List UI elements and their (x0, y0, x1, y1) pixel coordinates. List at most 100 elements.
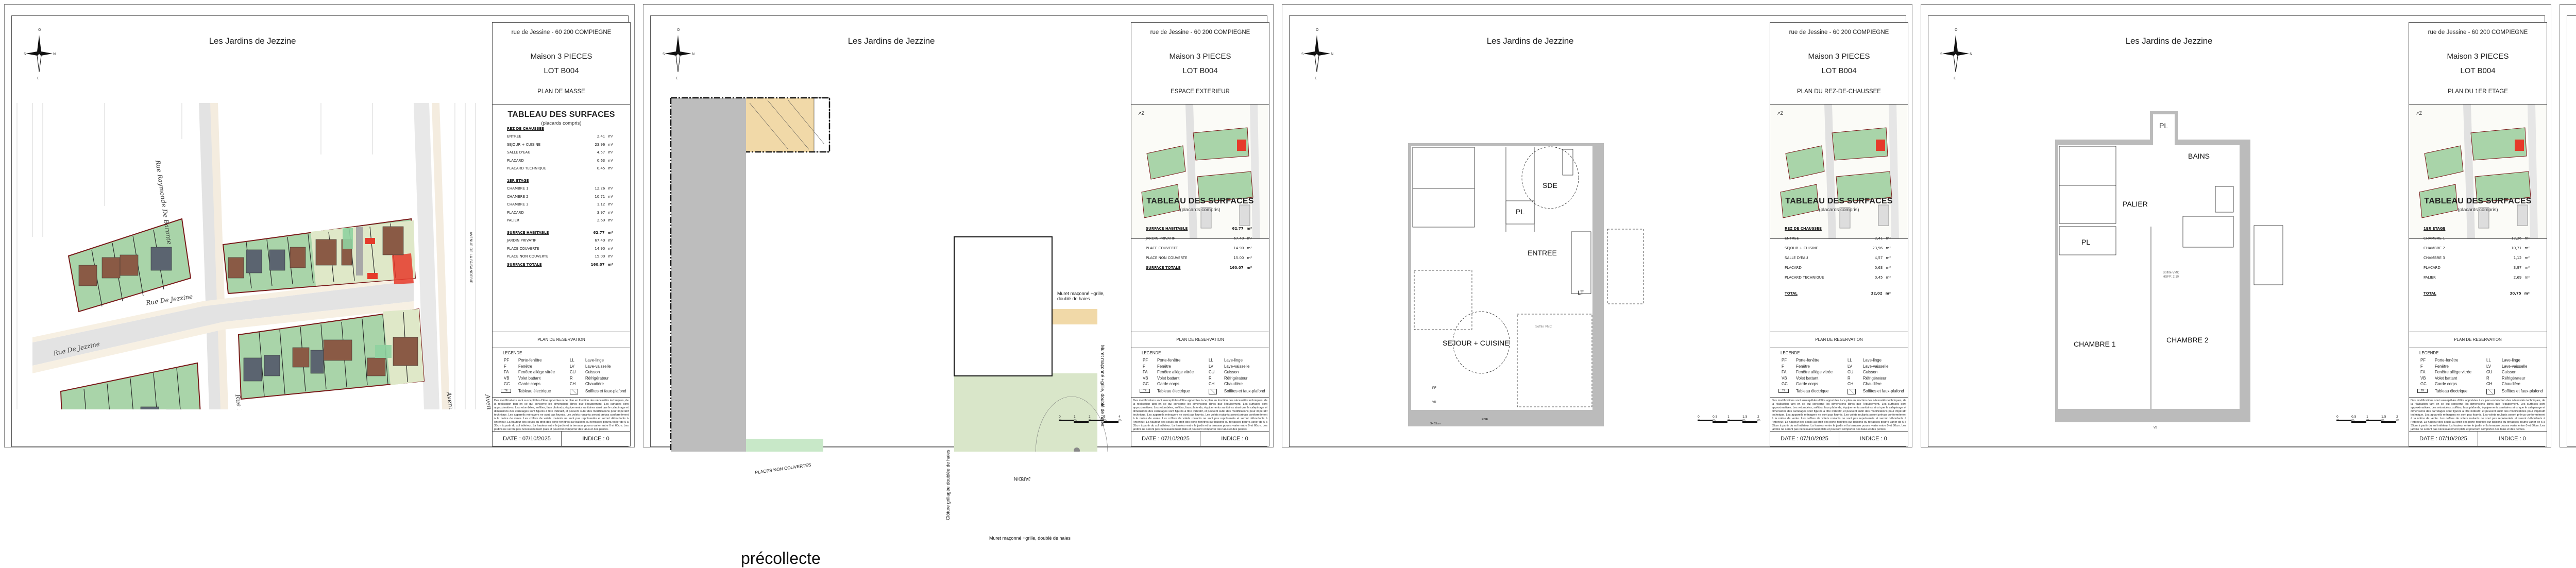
drawing-frame (2567, 15, 2576, 447)
disclaimer-notes: Des modifications sont susceptibles d'êt… (2409, 397, 2547, 432)
soffite-hatch-icon (570, 389, 578, 394)
legend-label: Cuisson (585, 370, 600, 374)
lot-number: LOT B004 (2460, 66, 2496, 75)
legend-label: Lave-linge (2502, 358, 2520, 363)
legend-code: CH (1848, 382, 1854, 386)
scale-tick-label: 0.5 m (2351, 415, 2357, 422)
section-title: 1ER ETAGE (2424, 226, 2446, 231)
legend-code: F (2420, 364, 2423, 369)
legend-code: LL (1209, 358, 1213, 363)
te-box-icon: TE (2417, 389, 2428, 393)
sheet-border (1282, 4, 1912, 447)
svg-text:O: O (1955, 28, 1958, 32)
legend-label: Volet battant (1796, 375, 1819, 381)
legend-code: F (1143, 364, 1145, 369)
sheet-facades: Les Jardins de Jezzine FACADE DROITE Lot… (2555, 0, 2576, 452)
project-title: Les Jardins de Jezzine (1486, 36, 1574, 46)
surfaces-header: TABLEAU DES SURFACES(placards compris) (1131, 197, 1269, 213)
lot-number: LOT B004 (1821, 66, 1857, 75)
house-type: Maison 3 PIECES (2447, 52, 2509, 61)
svg-text:O: O (677, 28, 680, 32)
legend-label: Réfrigérateur (1863, 375, 1887, 381)
legend-code: LV (1848, 364, 1852, 369)
te-box-icon: TE (501, 389, 512, 393)
scale-tick-label: 1.5 m (1742, 415, 1748, 422)
surfaces-title: TABLEAU DES SURFACES (2424, 197, 2532, 205)
legend-title: LEGENDE (1781, 351, 1800, 355)
room-label-bains: BAINS (2188, 152, 2210, 160)
svg-text:N: N (692, 52, 694, 56)
sheet-border (4, 4, 635, 447)
room-label-chambre-2: CHAMBRE 2 (2166, 336, 2209, 344)
legend-label: Chaudière (2502, 382, 2520, 386)
sheet-border (2560, 4, 2576, 447)
room-label-lt: LT (1578, 290, 1584, 296)
te-box-icon: TE (1140, 389, 1150, 393)
compass-rose-icon: OS NE (1301, 28, 1333, 80)
svg-text:S: S (1301, 52, 1304, 56)
label-jardin: JARDIN (1014, 476, 1031, 481)
svg-text:O: O (38, 28, 41, 32)
legend-code: PF (2420, 358, 2426, 363)
legend-label: Fenêtre (1157, 364, 1171, 369)
scale-tick-label: 3 m (1104, 415, 1107, 422)
label-cloture: Clôture grillagée doublée de haies (945, 450, 951, 520)
floor-plan-rdc (1408, 143, 1644, 426)
scale-tick-label: 0.5 m (1713, 415, 1718, 422)
floor-plan-1er-etage (2055, 111, 2283, 422)
svg-text:E: E (676, 76, 678, 80)
title-block-header: rue de Jessine - 60 200 COMPIEGNE Maison… (493, 23, 630, 105)
date-field: DATE : 07/10/2025 (493, 432, 562, 446)
label-vr: VR (1432, 401, 1436, 404)
label-pf: PF (1432, 387, 1436, 390)
label-muret-top: Muret maçonné +grille, doublé de haies (1057, 291, 1105, 301)
indice-field: INDICE : 0 (2499, 436, 2526, 442)
facade-elevations (2555, 0, 2576, 452)
address: rue de Jessine - 60 200 COMPIEGNE (1150, 29, 1250, 36)
legend-code: VB (2420, 375, 2426, 381)
legend-label: Cuisson (1224, 370, 1239, 374)
sheet-border (1921, 4, 2551, 447)
legend-label: Réfrigérateur (1224, 375, 1248, 381)
reservation-label: PLAN DE RESERVATION (493, 332, 630, 348)
legend-label: Garde corps (2435, 382, 2457, 386)
legend-label: Fenêtre allège vitrée (518, 370, 555, 374)
legend-label: Lave-vaisselle (1224, 364, 1250, 369)
location-minimap: ↗Z (2409, 105, 2547, 239)
legend-label: Fenêtre allège vitrée (1796, 370, 1833, 374)
lot-number: LOT B004 (544, 66, 579, 75)
svg-text:E: E (37, 76, 39, 80)
legend-code: LL (1848, 358, 1852, 363)
legend-label: Chaudière (585, 382, 604, 386)
room-label-pl: PL (1516, 208, 1525, 216)
legend-code: GC (1143, 382, 1149, 386)
legend-label: Soffites et faux-plafond (585, 389, 626, 393)
legend-code: VB (1143, 375, 1148, 381)
svg-text:↗Z: ↗Z (2415, 111, 2422, 116)
label-soffite-vmc: Soffite VMC (1535, 325, 1552, 329)
legend-label: Fenêtre (2435, 364, 2449, 369)
room-label-sejour-cuisine: SEJOUR + CUISINE (1443, 339, 1510, 347)
legend-label: Volet battant (518, 375, 541, 381)
compass-rose-icon: O S N E (24, 28, 56, 80)
svg-text:E: E (1315, 76, 1317, 80)
te-box-icon: TE (1778, 389, 1789, 393)
